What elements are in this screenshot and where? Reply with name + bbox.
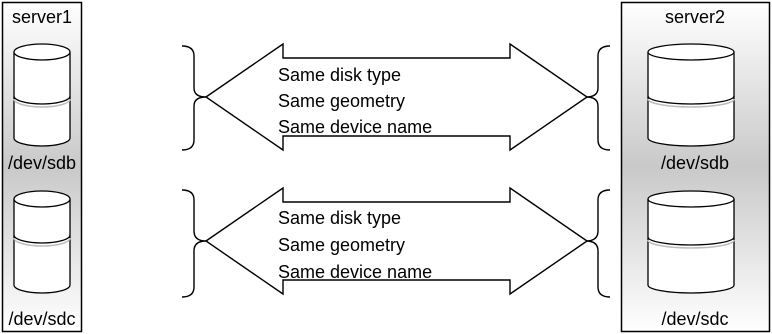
server2-disk-sdb-label: /dev/sdb bbox=[661, 153, 729, 173]
server1-disk-sdb-label: /dev/sdb bbox=[8, 153, 76, 173]
link-sdc: Same disk type Same geometry Same device… bbox=[181, 186, 611, 298]
server1-disk-sdc-icon bbox=[13, 190, 71, 294]
server1-disk-sdc-label: /dev/sdc bbox=[8, 309, 75, 329]
server2-disk-sdc-icon bbox=[647, 190, 735, 294]
server2-disk-sdb-icon bbox=[647, 43, 735, 147]
right-brace-icon bbox=[585, 189, 611, 298]
link-sdc-line-disk-type: Same disk type bbox=[278, 208, 401, 228]
left-brace-icon bbox=[181, 45, 207, 151]
right-brace-icon bbox=[585, 45, 611, 151]
server1-disk-sdb-icon bbox=[13, 43, 71, 147]
server2-title: server2 bbox=[665, 7, 725, 27]
server2-box: server2 /dev/sdb /dev/sdc bbox=[620, 1, 771, 333]
link-sdb-line-disk-type: Same disk type bbox=[278, 65, 401, 85]
left-brace-icon bbox=[181, 189, 207, 298]
double-arrow-icon bbox=[204, 186, 589, 296]
server1-title: server1 bbox=[12, 7, 72, 27]
link-sdb: Same disk type Same geometry Same device… bbox=[181, 42, 611, 152]
link-sdc-line-device-name: Same device name bbox=[278, 262, 432, 282]
double-arrow-icon bbox=[204, 42, 589, 152]
link-sdc-line-geometry: Same geometry bbox=[278, 235, 405, 255]
server2-disk-sdc-label: /dev/sdc bbox=[661, 309, 728, 329]
server1-box: server1 /dev/sdb /dev/sdc bbox=[1, 1, 83, 333]
link-sdb-line-geometry: Same geometry bbox=[278, 91, 405, 111]
link-sdb-line-device-name: Same device name bbox=[278, 117, 432, 137]
